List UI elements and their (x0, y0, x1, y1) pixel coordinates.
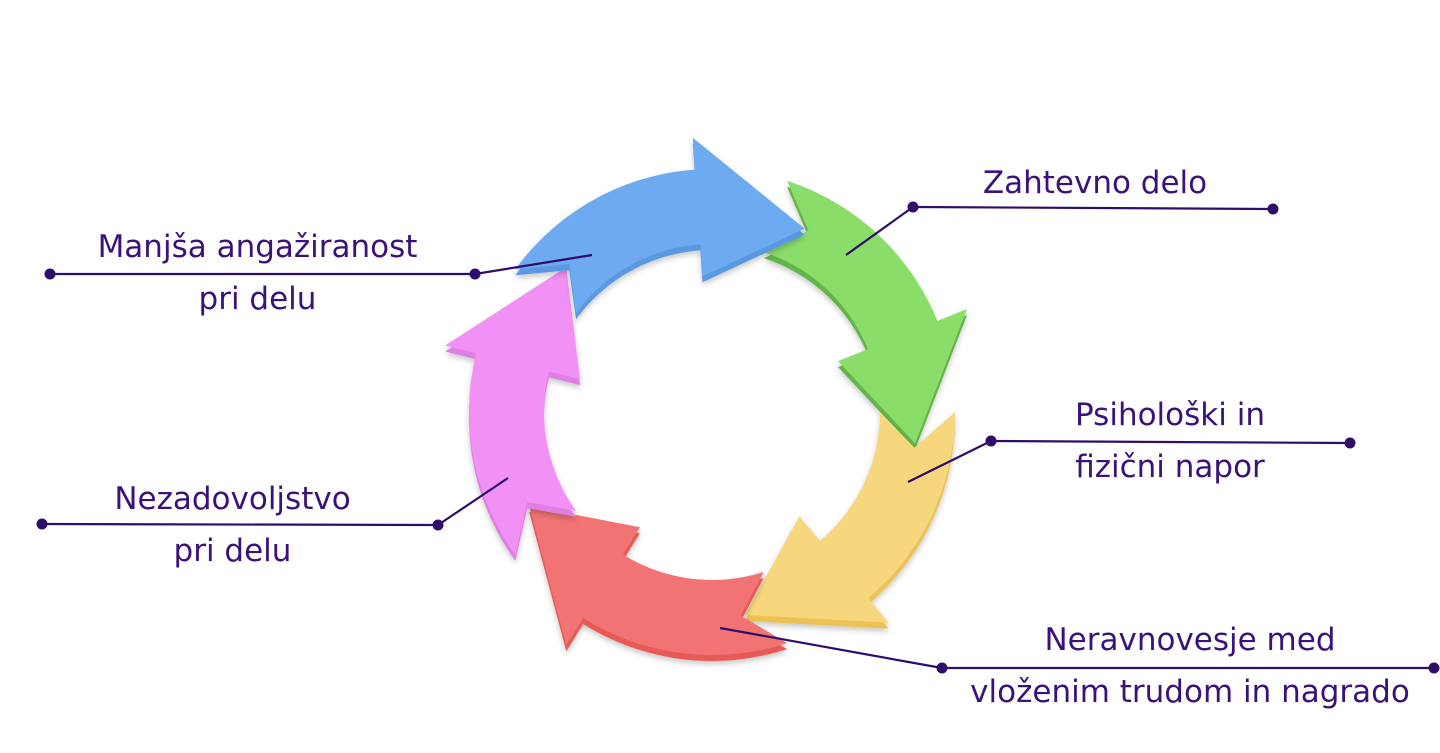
cycle-arrow-blue-face (515, 137, 805, 314)
label-psiholoski-line-2: fizični napor (1075, 449, 1265, 485)
label-manjsa-line-2: pri delu (198, 281, 317, 317)
label-neravnovesje-line-1: Neravnovesje med (1044, 622, 1336, 658)
cycle-arrow-yellow-face (744, 412, 955, 623)
connector-nezadovoljstvo (36, 477, 509, 531)
label-connectors (36, 201, 1440, 674)
label-neravnovesje-line-2: vloženim trudom in nagrado (970, 674, 1410, 710)
label-neravnovesje: Neravnovesje med vloženim trudom in nagr… (945, 614, 1435, 718)
cycle-arrow-pink (445, 267, 580, 561)
cycle-arrow-blue (515, 137, 805, 320)
cycle-arrow-ring (445, 137, 967, 661)
label-zahtevno-delo: Zahtevno delo (930, 157, 1260, 209)
cycle-arrow-pink-face (445, 267, 580, 555)
connector-manjsa (44, 253, 593, 280)
label-nezadovoljstvo-line-1: Nezadovoljstvo (114, 481, 351, 517)
connector-neravnovesje (719, 626, 1440, 674)
cycle-arrow-green-face (763, 180, 967, 444)
label-nezadovoljstvo: Nezadovoljstvo pri delu (60, 473, 405, 577)
cycle-arrow-green (763, 180, 967, 450)
cycle-arrow-red (529, 505, 788, 661)
label-manjsa-angaziranost: Manjša angažiranost pri delu (55, 221, 460, 325)
label-manjsa-line-1: Manjša angažiranost (97, 229, 418, 265)
connector-psiholoski (907, 435, 1356, 483)
label-zahtevno-line-1: Zahtevno delo (982, 165, 1208, 201)
label-psiholoski-napor: Psihološki in fizični napor (1000, 389, 1340, 493)
label-psiholoski-line-1: Psihološki in (1075, 397, 1265, 433)
label-nezadovoljstvo-line-2: pri delu (173, 533, 292, 569)
connector-zahtevno (845, 201, 1279, 256)
cycle-arrow-yellow (744, 412, 955, 629)
cycle-arrow-red-face (529, 505, 788, 655)
